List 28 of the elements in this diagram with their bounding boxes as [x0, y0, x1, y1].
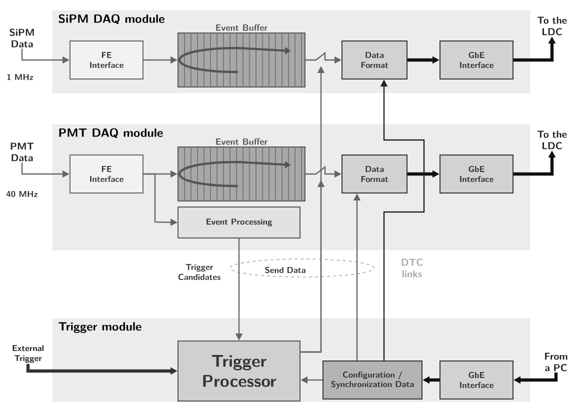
process-box: Data Format: [342, 40, 408, 80]
process-box: GbE Interface: [440, 40, 514, 80]
io-label: External Trigger: [12, 345, 44, 363]
node-label: Event Buffer: [216, 24, 268, 31]
interface-box: FE Interface: [70, 154, 144, 194]
node-label: Event Buffer: [216, 138, 268, 145]
module-title: Trigger module: [58, 322, 142, 333]
event-buffer-drawing: Event Buffer: [178, 24, 306, 88]
io-label: To the LDC: [537, 16, 567, 36]
io-label: PMT Data: [10, 142, 34, 162]
process-box: GbE Interface: [440, 154, 514, 194]
process-box: Event Processing: [178, 206, 300, 238]
process-box: Configuration / Synchronization Data: [322, 360, 422, 400]
process-box: Data Format: [342, 154, 408, 194]
link-label: DTC links: [402, 258, 423, 278]
rate-label: 1 MHz: [7, 74, 34, 80]
io-label: From a PC: [545, 352, 568, 372]
event-buffer-drawing: Event Buffer: [178, 138, 306, 202]
rate-label: 40 MHz: [6, 190, 38, 198]
processor-box: Trigger Processor: [178, 340, 300, 402]
io-label: SiPM Data: [10, 28, 34, 48]
edge-label: Send Data: [265, 266, 306, 274]
module-title: SiPM DAQ module: [58, 14, 164, 24]
io-label: To the LDC: [537, 130, 567, 150]
process-box: GbE Interface: [440, 360, 514, 400]
module-title: PMT DAQ module: [59, 128, 163, 138]
edge-label: Trigger Candidates: [178, 264, 220, 280]
interface-box: FE Interface: [70, 40, 144, 80]
